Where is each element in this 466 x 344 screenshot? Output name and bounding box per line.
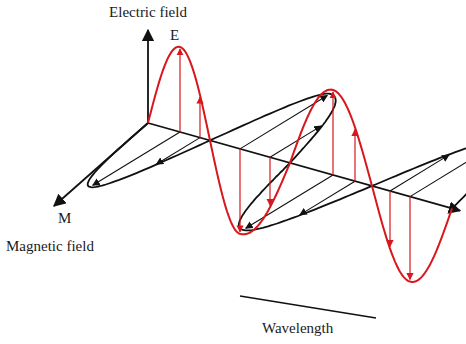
magnetic-vector bbox=[93, 132, 180, 185]
electric-vector bbox=[354, 129, 355, 181]
axis-label: Electric field bbox=[109, 4, 187, 21]
electric-wave bbox=[148, 47, 452, 282]
magnetic-vector bbox=[410, 143, 466, 196]
field-symbol: M bbox=[58, 210, 71, 227]
electric-vector bbox=[179, 49, 180, 132]
electric-vector bbox=[332, 92, 333, 175]
dimension-label: Wavelength bbox=[262, 320, 333, 337]
axis-label: Magnetic field bbox=[6, 238, 94, 255]
wavelength-bar bbox=[240, 296, 376, 318]
magnetic-vector bbox=[300, 181, 355, 215]
magnetic-vector bbox=[270, 126, 321, 157]
magnetic-wave bbox=[88, 94, 466, 231]
electric-vector bbox=[269, 157, 270, 205]
magnetic-curve bbox=[88, 94, 466, 231]
field-symbol: E bbox=[170, 27, 179, 44]
electric-vector bbox=[239, 149, 240, 232]
magnetic-axis bbox=[54, 123, 148, 206]
electric-vector bbox=[199, 97, 200, 138]
magnetic-vector bbox=[390, 155, 449, 191]
magnetic-vector bbox=[246, 175, 333, 228]
electric-axis bbox=[147, 30, 149, 123]
electric-curve bbox=[148, 47, 452, 282]
electric-vector bbox=[409, 197, 410, 280]
electric-vector bbox=[389, 191, 390, 247]
magnetic-vector bbox=[156, 138, 200, 165]
propagation-axis bbox=[148, 123, 460, 211]
